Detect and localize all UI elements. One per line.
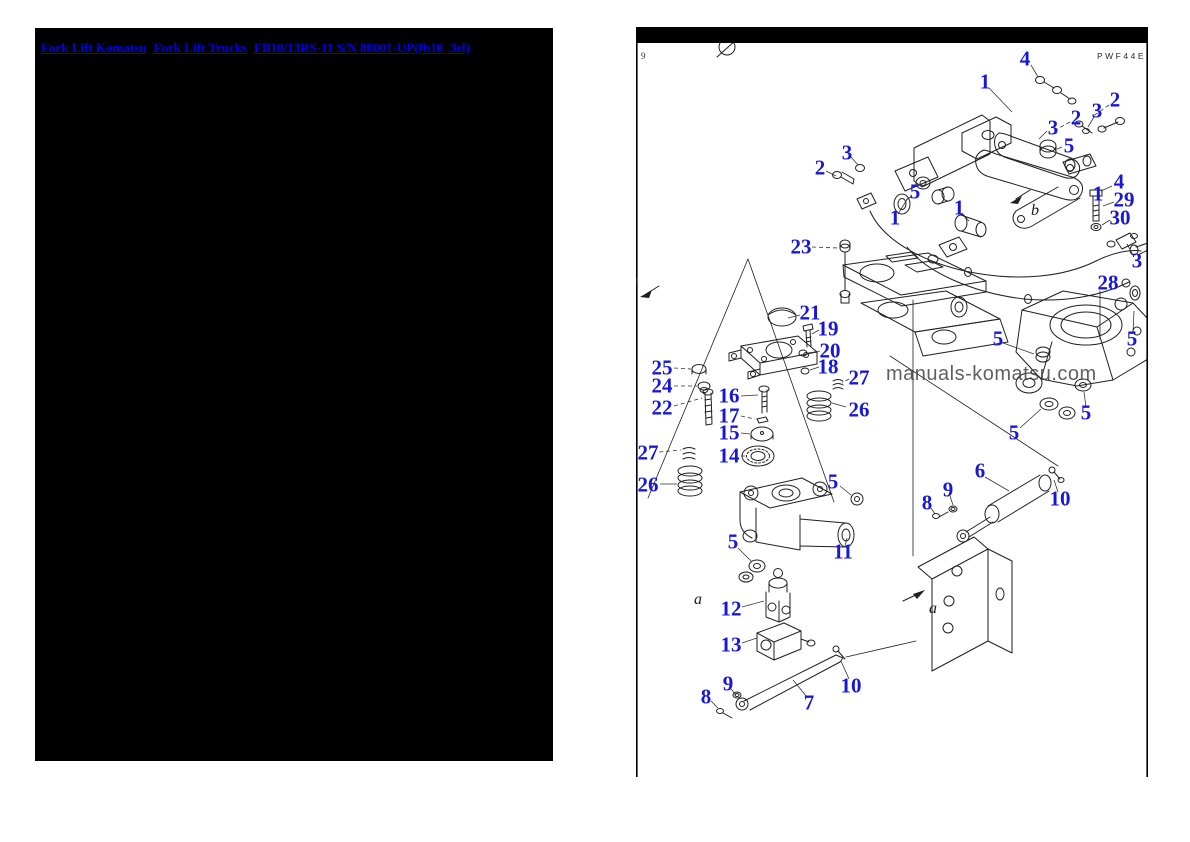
watermark: manuals-komatsu.com	[886, 363, 1097, 385]
breadcrumb-link-model[interactable]: FB10/13RS-11 S/N 80001-UP(fb10_3el)	[253, 40, 470, 55]
diagram-drawing-code: PWF44E	[1096, 51, 1146, 61]
breadcrumb: Fork Lift Komatsu Fork Lift Trucks FB10/13…	[41, 40, 477, 56]
left-black-panel: Fork Lift Komatsu Fork Lift Trucks FB10/13…	[35, 28, 553, 761]
breadcrumb-link-manufacturer[interactable]: Fork Lift Komatsu	[41, 40, 147, 55]
breadcrumb-link-category[interactable]: Fork Lift Trucks	[153, 40, 247, 55]
diagram-page-number: 9	[641, 51, 646, 61]
parts-diagram-art	[636, 27, 1148, 777]
